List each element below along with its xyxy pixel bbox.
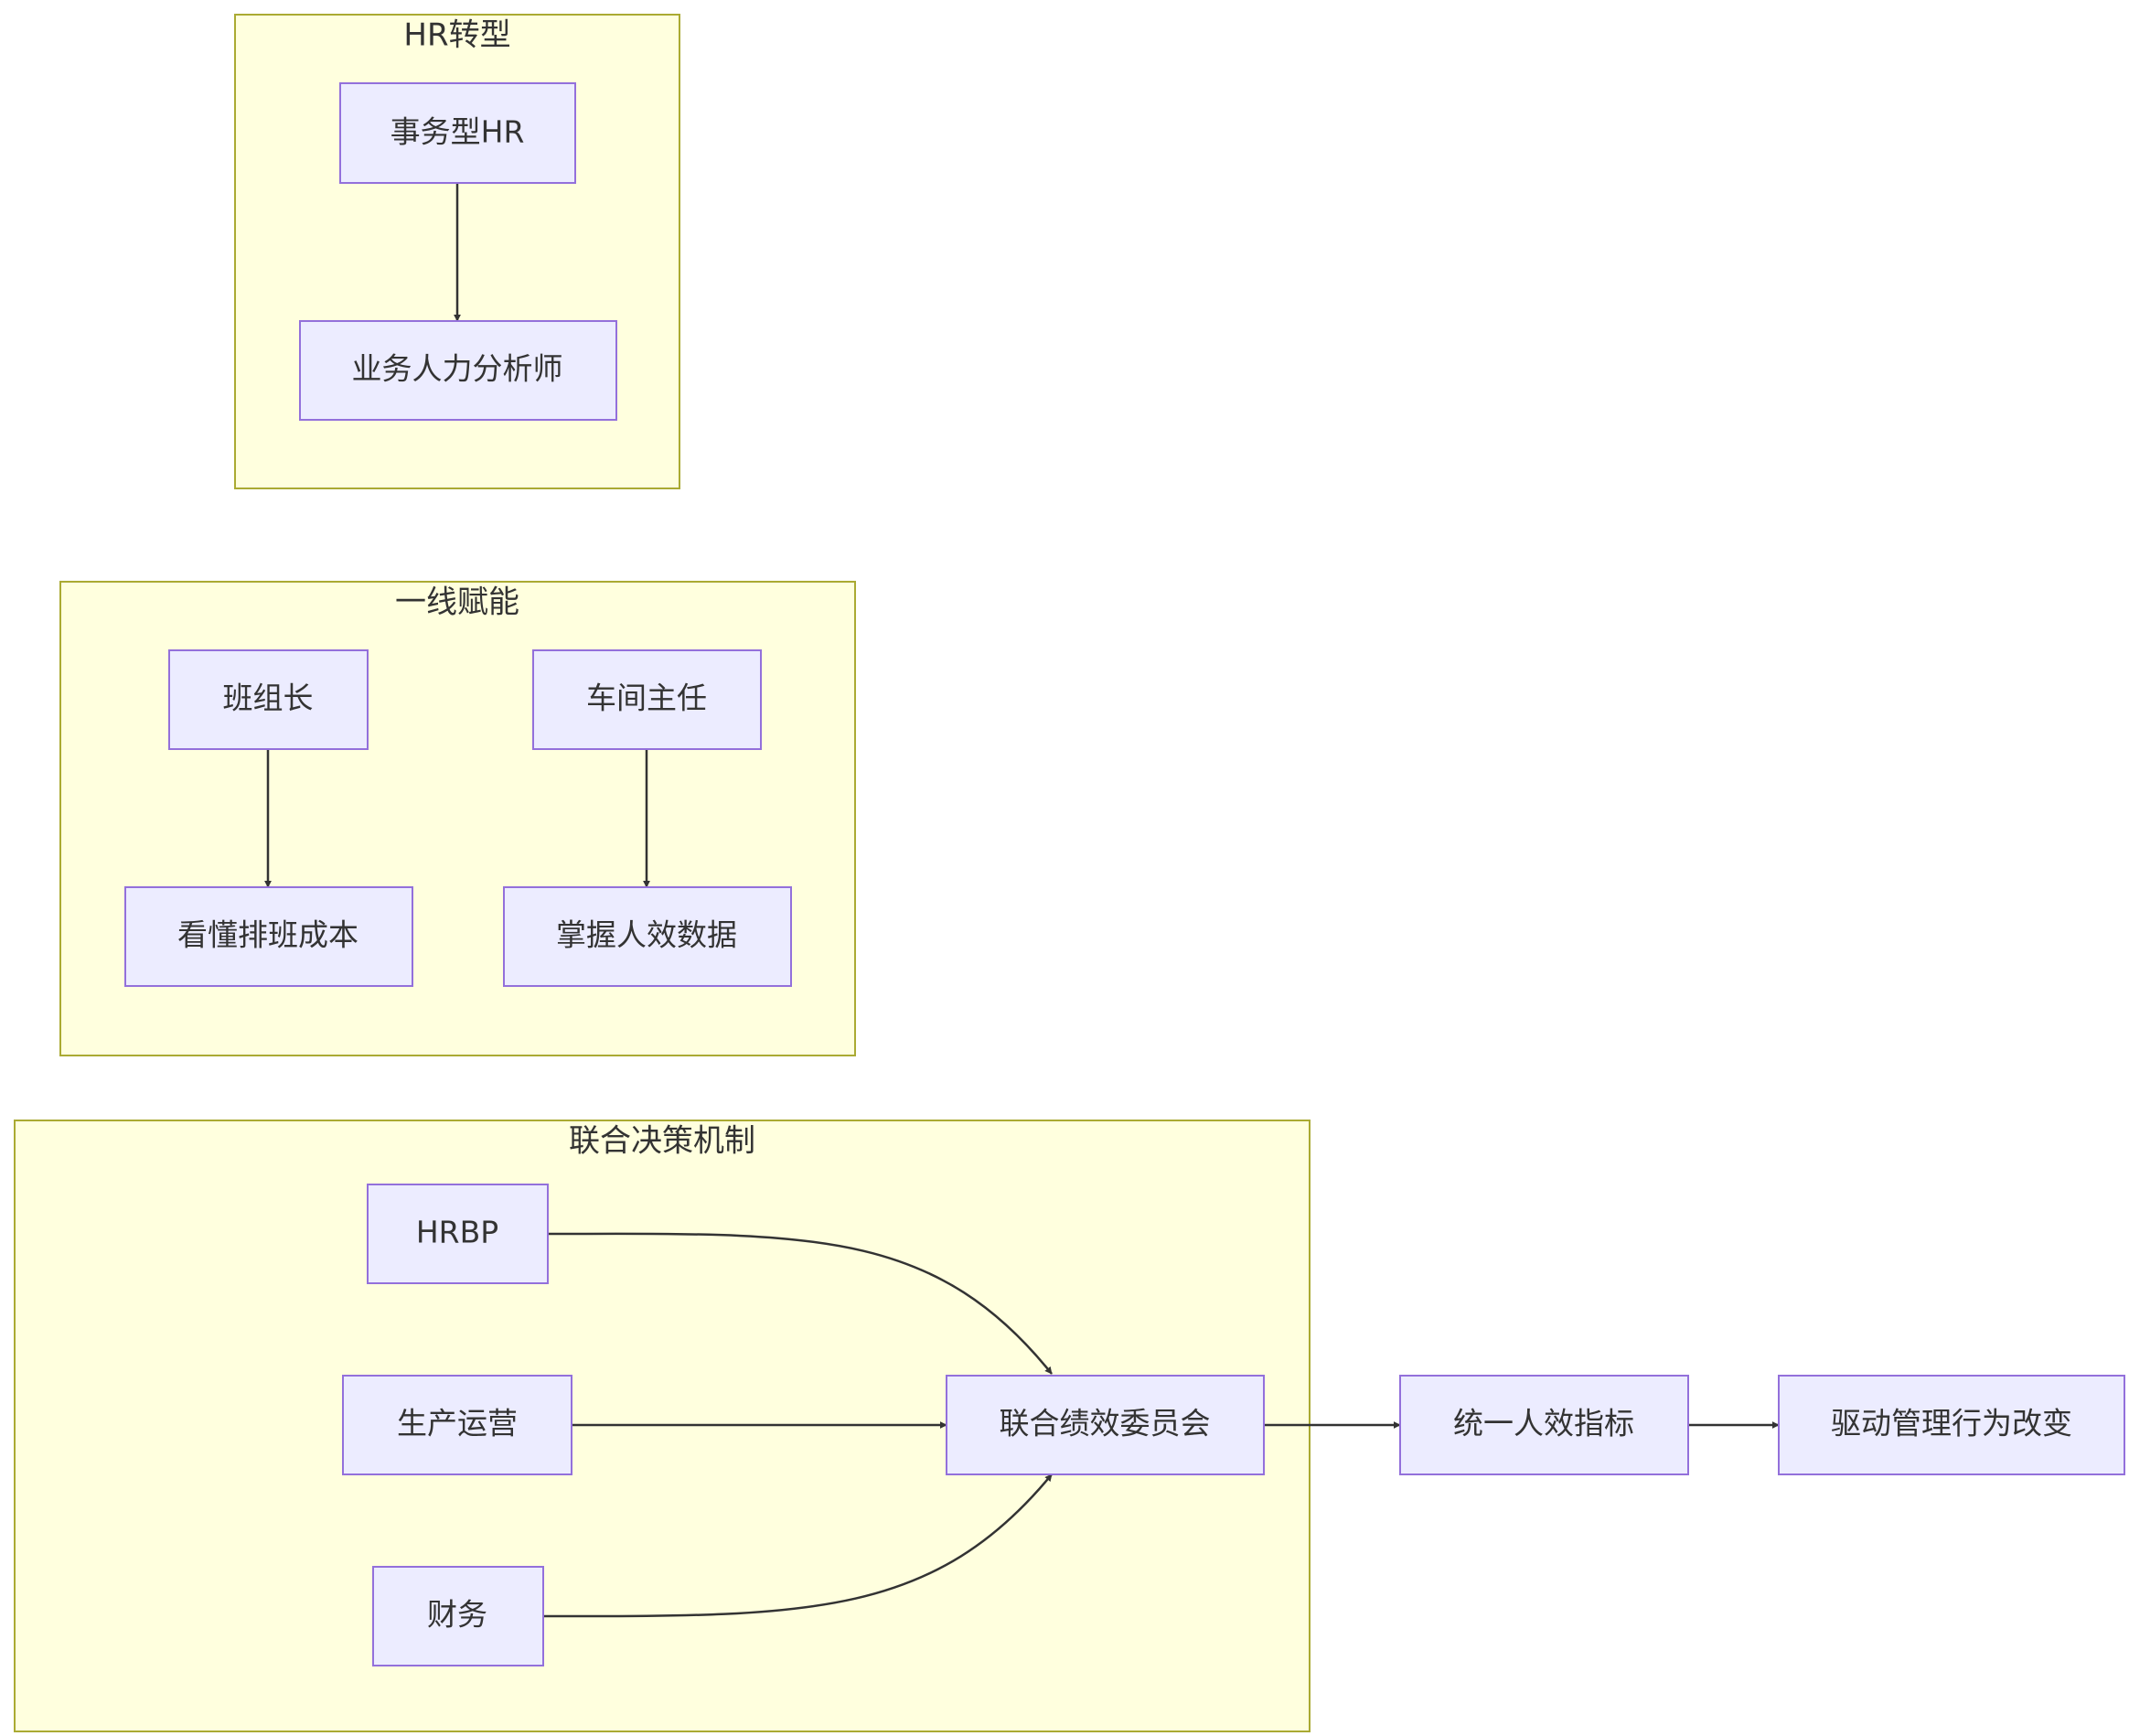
node-finance: 财务 [372, 1566, 544, 1666]
node-production-ops-label: 生产运营 [397, 1406, 518, 1441]
node-unified-metrics: 统一人效指标 [1399, 1375, 1689, 1475]
node-team-leader: 班组长 [168, 649, 369, 750]
node-understand-scheduling-cost-label: 看懂排班成本 [177, 917, 358, 953]
node-hrbp-label: HRBP [416, 1215, 498, 1250]
node-transactional-hr: 事务型HR [339, 82, 576, 184]
node-workshop-director: 车间主任 [532, 649, 762, 750]
node-joint-committee: 联合绩效委员会 [946, 1375, 1265, 1475]
node-finance-label: 财务 [427, 1597, 487, 1633]
node-drive-change-label: 驱动管理行为改变 [1831, 1406, 2072, 1441]
node-team-leader-label: 班组长 [223, 680, 314, 716]
edge-finance-to-committee [542, 1473, 1053, 1618]
node-hrbp: HRBP [367, 1184, 549, 1284]
node-understand-scheduling-cost: 看懂排班成本 [124, 886, 413, 987]
node-joint-committee-label: 联合绩效委员会 [1000, 1406, 1211, 1441]
node-production-ops: 生产运营 [342, 1375, 572, 1475]
node-business-analyst: 业务人力分析师 [299, 320, 617, 421]
node-workshop-director-label: 车间主任 [586, 680, 707, 716]
cluster-joint-decision-title: 联合决策机制 [569, 1123, 755, 1160]
cluster-hr-transform-title: HR转型 [403, 17, 510, 54]
node-master-efficiency-data: 掌握人效数据 [503, 886, 792, 987]
node-business-analyst-label: 业务人力分析师 [352, 351, 563, 387]
edges [264, 183, 1780, 1618]
node-drive-change: 驱动管理行为改变 [1778, 1375, 2125, 1475]
cluster-frontline-title: 一线赋能 [395, 584, 519, 621]
node-unified-metrics-label: 统一人效指标 [1453, 1406, 1634, 1441]
edge-hrbp-to-committee [547, 1232, 1053, 1375]
node-transactional-hr-label: 事务型HR [390, 114, 525, 150]
node-master-efficiency-data-label: 掌握人效数据 [556, 917, 737, 953]
